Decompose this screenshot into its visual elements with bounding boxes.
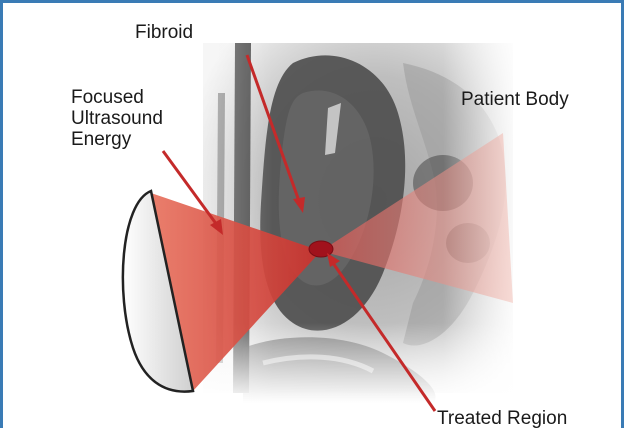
focused-energy-label: Focused Ultrasound Energy (71, 87, 163, 150)
fibroid-label: Fibroid (135, 22, 193, 43)
ultrasound-diagram (3, 3, 621, 428)
patient-body-label: Patient Body (461, 89, 569, 110)
treated-region-label: Treated Region (437, 408, 567, 428)
